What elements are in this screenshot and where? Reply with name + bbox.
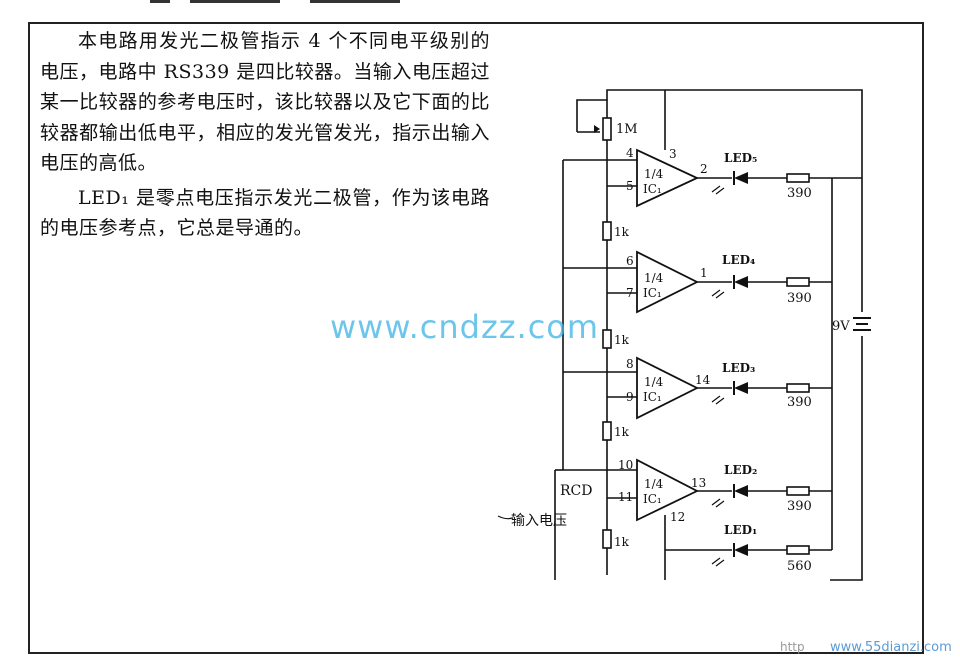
svg-text:1/4: 1/4 — [644, 167, 664, 181]
svg-text:1/4: 1/4 — [644, 271, 664, 285]
svg-text:1: 1 — [700, 266, 708, 280]
potentiometer-1m: 1M — [594, 117, 638, 141]
comparator-3: 1/4 IC₁ 8 9 14 — [626, 356, 711, 420]
divider-label-1: 1k — [614, 225, 630, 239]
svg-text:390: 390 — [787, 186, 812, 201]
svg-text:12: 12 — [670, 510, 685, 524]
svg-text:390: 390 — [787, 499, 812, 514]
comparator-4: 1/4 IC₁ 10 11 13 12 — [618, 458, 706, 524]
divider-label-2: 1k — [614, 333, 630, 347]
svg-text:3: 3 — [669, 147, 677, 161]
rcd-label: RCD — [560, 483, 592, 499]
svg-text:14: 14 — [695, 373, 711, 387]
svg-text:2: 2 — [700, 162, 708, 176]
svg-text:LED₅: LED₅ — [724, 151, 757, 165]
led-2: LED₂ — [711, 463, 757, 508]
pot-label: 1M — [616, 122, 638, 137]
page-frame — [28, 22, 924, 654]
comparator-2: 1/4 IC₁ 6 7 1 — [626, 250, 708, 314]
svg-text:4: 4 — [626, 146, 634, 160]
svg-text:5: 5 — [626, 179, 634, 193]
svg-text:560: 560 — [787, 559, 812, 574]
svg-text:IC₁: IC₁ — [643, 182, 662, 196]
svg-text:10: 10 — [618, 458, 633, 472]
svg-text:IC₁: IC₁ — [643, 390, 662, 404]
watermark-main: www.cndzz.com — [330, 308, 600, 346]
svg-text:13: 13 — [691, 476, 706, 490]
battery-label: 9V — [832, 319, 850, 334]
svg-text:LED₂: LED₂ — [724, 463, 757, 477]
svg-text:1/4: 1/4 — [644, 375, 664, 389]
divider-label-4: 1k — [614, 535, 630, 549]
led-5: LED₅ — [711, 151, 757, 195]
led-4: LED₄ — [711, 253, 755, 299]
svg-text:1/4: 1/4 — [644, 477, 664, 491]
input-voltage-label: 输入电压 — [511, 513, 567, 529]
divider-resistors: 1k 1k 1k 1k — [602, 221, 630, 549]
watermark-corner-left: http — [780, 640, 805, 654]
output-resistors: 390 390 390 390 560 — [786, 173, 812, 574]
svg-text:6: 6 — [626, 254, 634, 268]
svg-text:390: 390 — [787, 291, 812, 306]
led-3: LED₃ — [711, 361, 755, 405]
divider-label-3: 1k — [614, 425, 630, 439]
circuit-wires — [554, 89, 863, 581]
comparator-1: 1/4 IC₁ 4 5 3 2 — [626, 146, 708, 208]
watermark-corner: www.55dianzi.com — [830, 640, 952, 655]
svg-text:8: 8 — [626, 357, 634, 371]
svg-text:390: 390 — [787, 395, 812, 410]
svg-text:11: 11 — [618, 490, 633, 504]
description-paragraph-2: LED₁ 是零点电压指示发光二极管，作为该电路的电压参考点，它总是导通的。 — [40, 186, 490, 240]
led-1: LED₁ — [711, 523, 757, 567]
svg-text:9: 9 — [626, 390, 634, 404]
svg-text:LED₁: LED₁ — [724, 523, 757, 537]
description-paragraph-1: 本电路用发光二极管指示 4 个不同电平级别的电压，电路中 RS339 是四比较器… — [40, 30, 490, 174]
svg-text:IC₁: IC₁ — [643, 286, 662, 300]
svg-text:7: 7 — [626, 286, 634, 300]
top-header-fragment — [150, 0, 450, 6]
description-text: 本电路用发光二极管指示 4 个不同电平级别的电压，电路中 RS339 是四比较器… — [40, 26, 490, 248]
svg-text:LED₃: LED₃ — [722, 361, 755, 375]
svg-text:LED₄: LED₄ — [722, 253, 755, 267]
svg-text:IC₁: IC₁ — [643, 492, 662, 506]
battery-9v: 9V — [832, 312, 872, 336]
